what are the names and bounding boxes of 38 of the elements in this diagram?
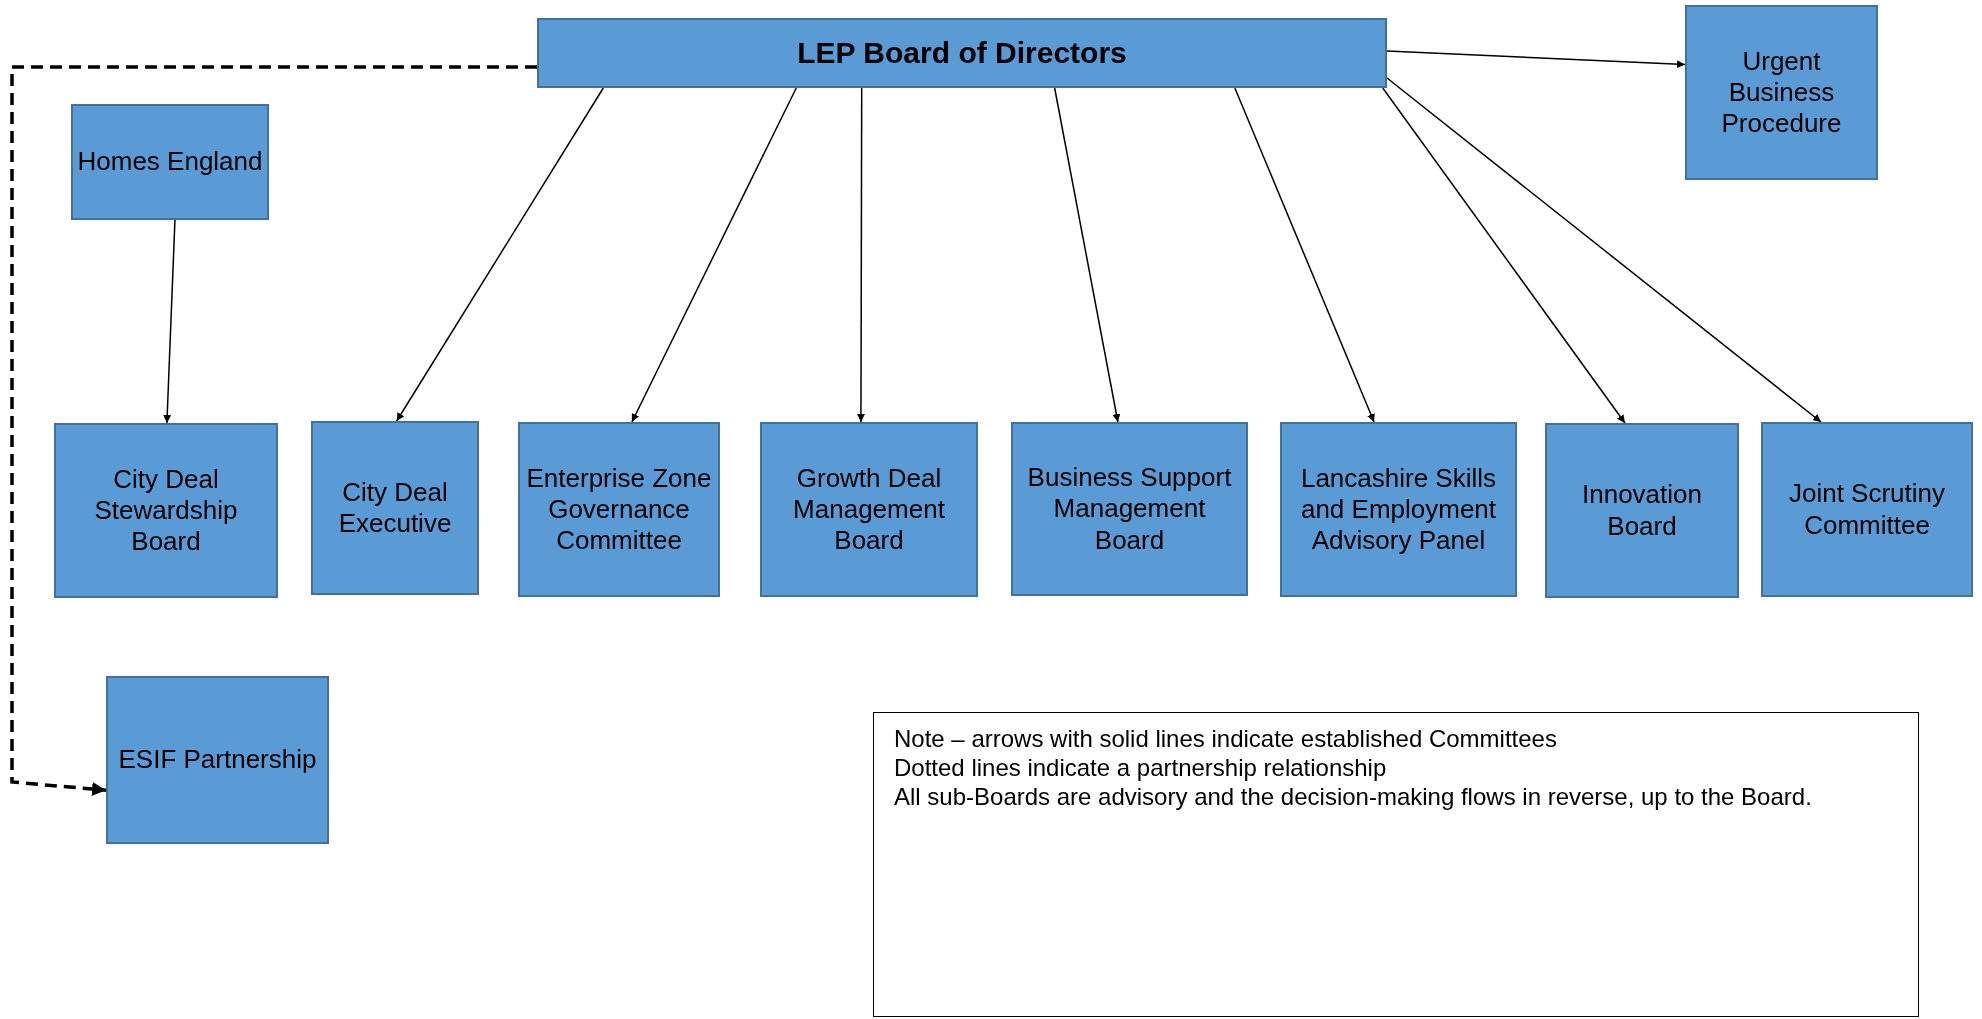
- org-box: [1761, 422, 1973, 597]
- arrow: [1234, 87, 1375, 423]
- arrow: [1386, 77, 1822, 423]
- box-label: Innovation Board: [1581, 479, 1703, 542]
- box-label: Enterprise Zone Governance Committee: [525, 462, 713, 557]
- box-label: Urgent Business Procedure: [1720, 45, 1843, 140]
- note-box: [873, 712, 1919, 1017]
- arrow: [1386, 50, 1686, 69]
- box-label: Joint Scrutiny Committee: [1787, 478, 1947, 541]
- org-box: [311, 421, 479, 595]
- arrow: [1382, 87, 1626, 424]
- box-label: Homes England: [77, 146, 263, 178]
- org-box: [1685, 5, 1878, 180]
- box-label: City Deal Stewardship Board: [93, 463, 239, 558]
- note-text: Dotted lines indicate a partnership relationship: [894, 753, 1387, 783]
- arrow: [395, 87, 605, 422]
- org-box: [760, 422, 978, 597]
- org-box: [1545, 423, 1739, 598]
- arrow: [1053, 87, 1121, 423]
- org-box: [518, 422, 720, 597]
- box-label: LEP Board of Directors: [797, 35, 1127, 71]
- arrow: [631, 87, 797, 423]
- box-label: Growth Deal Management Board: [792, 462, 946, 557]
- box-label: Business Support Management Board: [1026, 462, 1233, 556]
- arrow: [163, 219, 176, 424]
- box-label: ESIF Partnership: [118, 744, 317, 776]
- org-box: [1011, 422, 1248, 596]
- arrow: [856, 87, 865, 423]
- org-box: [54, 423, 278, 598]
- note-text: Note – arrows with solid lines indicate established Committees: [894, 725, 1557, 754]
- note-text: All sub-Boards are advisory and the decision-making flows in reverse, up to the Board.: [894, 782, 1812, 812]
- dashed-arrow: [10, 65, 537, 796]
- org-box: [106, 676, 329, 844]
- org-box: [71, 104, 269, 220]
- box-label: City Deal Executive: [337, 476, 453, 540]
- org-box: [1280, 422, 1517, 597]
- org-box: [537, 18, 1387, 88]
- box-label: Lancashire Skills and Employment Advisory Panel: [1299, 462, 1498, 557]
